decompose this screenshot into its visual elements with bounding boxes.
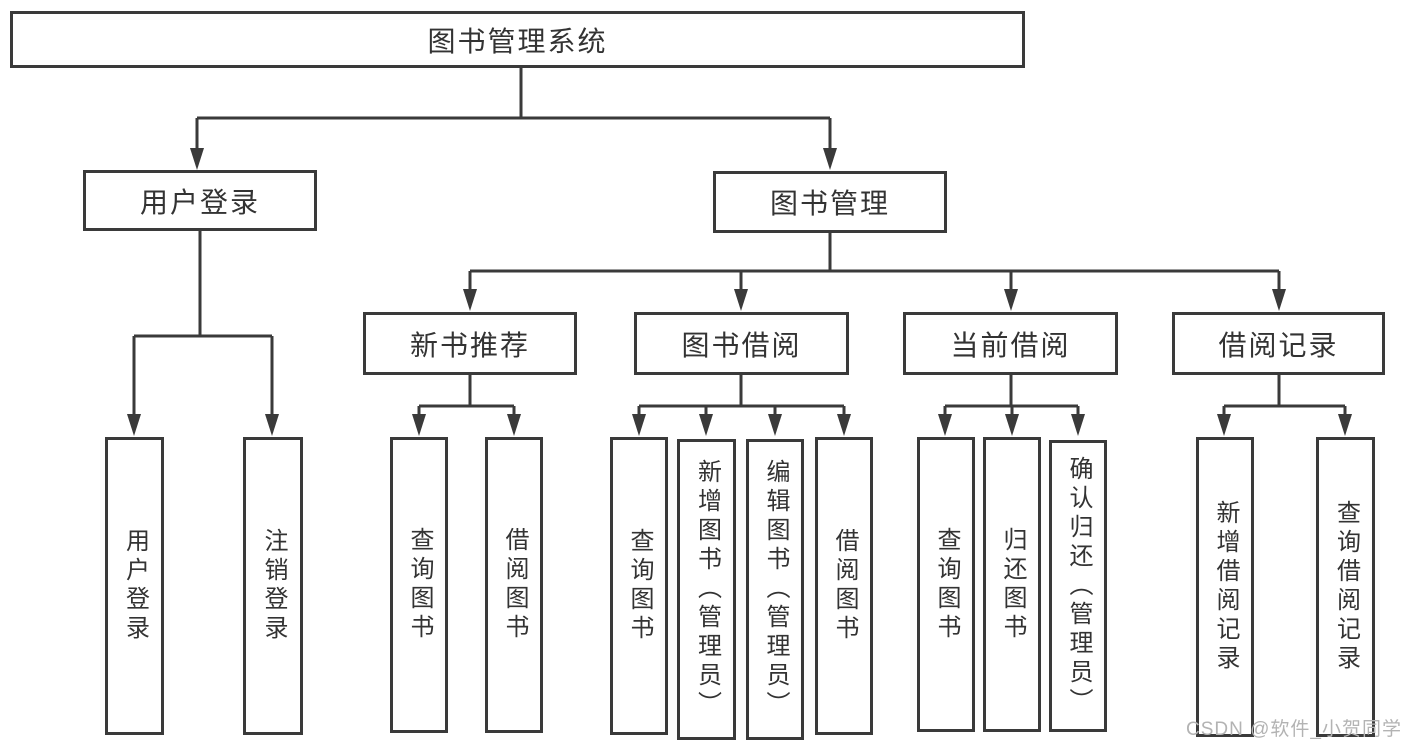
- leaf-label: 借阅图书: [501, 527, 528, 643]
- node-label: 新书推荐: [409, 329, 530, 361]
- leaf-query-books-borrowing: 查询图书: [610, 437, 668, 735]
- leaf-query-books-current: 查询图书: [917, 437, 975, 732]
- leaf-edit-books-admin: 编辑图书（管理员）: [746, 439, 804, 740]
- leaf-label: 注销登录: [260, 528, 287, 644]
- leaf-query-borrowing-record: 查询借阅记录: [1316, 437, 1375, 737]
- node-label: 图书管理系统: [427, 25, 608, 57]
- node-label: 用户登录: [139, 186, 260, 218]
- node-label: 图书管理: [769, 188, 890, 219]
- leaf-query-books-recommend: 查询图书: [390, 437, 448, 733]
- leaf-label: 确认归还（管理员）: [1065, 455, 1092, 717]
- arrowheads: [127, 148, 1352, 436]
- leaf-return-books: 归还图书: [983, 437, 1041, 732]
- leaf-label: 查询借阅记录: [1332, 500, 1360, 674]
- leaf-label: 新增借阅记录: [1212, 500, 1239, 674]
- leaf-borrow-books-recommend: 借阅图书: [485, 437, 543, 733]
- leaf-label: 用户登录: [121, 528, 149, 644]
- leaf-user-login: 用户登录: [105, 437, 164, 735]
- leaf-borrow-books: 借阅图书: [815, 437, 873, 735]
- node-user-login: 用户登录: [83, 170, 317, 231]
- leaf-label: 新增图书（管理员）: [693, 459, 721, 720]
- leaf-label: 归还图书: [999, 526, 1026, 643]
- node-label: 当前借阅: [950, 329, 1071, 361]
- node-new-book-recommendation: 新书推荐: [363, 312, 577, 375]
- node-library-management-system: 图书管理系统: [10, 11, 1025, 68]
- leaf-label: 查询图书: [406, 527, 433, 643]
- csdn-watermark: CSDN @软件_小贺同学: [1186, 719, 1402, 740]
- leaf-add-books-admin: 新增图书（管理员）: [677, 439, 736, 740]
- node-label: 借阅记录: [1218, 329, 1339, 361]
- leaf-add-borrowing-record: 新增借阅记录: [1196, 437, 1254, 737]
- leaf-label: 编辑图书（管理员）: [762, 459, 789, 720]
- leaf-confirm-return-admin: 确认归还（管理员）: [1049, 440, 1107, 732]
- node-current-borrowing: 当前借阅: [903, 312, 1118, 375]
- leaf-label: 查询图书: [626, 528, 653, 644]
- leaf-logout: 注销登录: [243, 437, 303, 735]
- node-book-borrowing: 图书借阅: [634, 312, 849, 375]
- node-borrowing-records: 借阅记录: [1172, 312, 1385, 375]
- leaf-label: 查询图书: [933, 526, 960, 643]
- node-label: 图书借阅: [681, 329, 802, 361]
- node-book-management: 图书管理: [713, 171, 947, 233]
- leaf-label: 借阅图书: [831, 528, 858, 644]
